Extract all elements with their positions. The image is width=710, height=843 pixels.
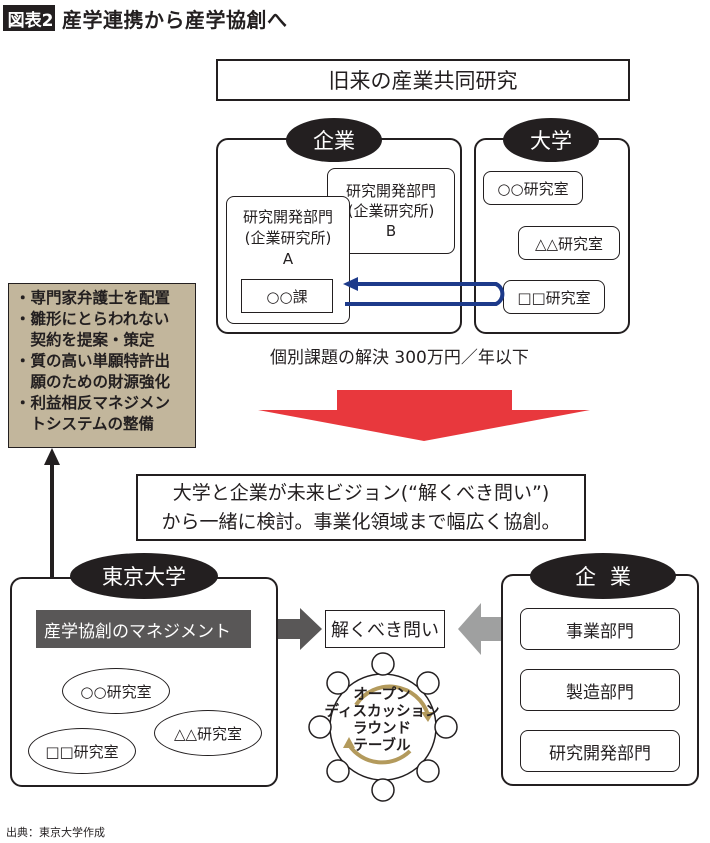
seat-icon bbox=[371, 652, 395, 676]
measure-line: ・雛形にとらわれない bbox=[15, 310, 170, 328]
company-arrow bbox=[458, 603, 501, 655]
business-dept: 事業部門 bbox=[520, 608, 680, 650]
measure-line: ・利益相反マネジメン bbox=[15, 394, 171, 412]
red-down-arrow bbox=[258, 390, 590, 441]
old-university-label: 大学 bbox=[503, 118, 599, 162]
seat-icon bbox=[434, 715, 458, 739]
seat-icon bbox=[416, 759, 440, 783]
measure-line: ・質の高い単願特許出 bbox=[15, 352, 171, 370]
question-box: 解くべき問い bbox=[325, 610, 445, 648]
seat-icon bbox=[416, 671, 440, 695]
old-lab-circle: ○○研究室 bbox=[483, 171, 583, 205]
seat-icon bbox=[371, 778, 395, 802]
seat-icon bbox=[308, 715, 332, 739]
figure-title: 産学連携から産学協創へ bbox=[62, 8, 288, 32]
management-measures-box: ・専門家弁護士を配置 ・雛形にとらわれない 契約を提案・策定 ・質の高い単願特許… bbox=[8, 283, 196, 448]
measure-line: 願のための財源強化 bbox=[15, 373, 171, 391]
rnd-dept-b-line3: B bbox=[385, 222, 397, 240]
source-note: 出典：東京大学作成 bbox=[6, 826, 105, 839]
cycle-arrow-bottom bbox=[347, 743, 412, 765]
old-lab-square: □□研究室 bbox=[503, 280, 605, 314]
measure-line: 契約を提案・策定 bbox=[15, 331, 155, 349]
old-lab-triangle: △△研究室 bbox=[518, 226, 620, 260]
roundtable-label: オープン ディスカッション ラウンド テーブル bbox=[322, 687, 442, 755]
new-lab-triangle: △△研究室 bbox=[154, 710, 262, 756]
vision-line-2: から一緒に検討。事業化領域まで幅広く協創。 bbox=[161, 510, 561, 533]
rnd-dept-b-line1: 研究開発部門 bbox=[345, 182, 436, 200]
rnd-dept: 研究開発部門 bbox=[520, 730, 680, 772]
measure-line: トシステムの整備 bbox=[15, 415, 155, 433]
old-model-title: 旧来の産業共同研究 bbox=[216, 59, 630, 101]
rnd-dept-a-line1: 研究開発部門 bbox=[242, 208, 333, 226]
cycle-arrowhead-top bbox=[421, 712, 434, 722]
new-lab-circle: ○○研究室 bbox=[62, 668, 170, 714]
rnd-dept-a-line3: A bbox=[282, 250, 294, 268]
rnd-dept-a-line2: (企業研究所) bbox=[244, 229, 332, 247]
vision-line-1: 大学と企業が未来ビジョン(“解くべき問い”) bbox=[172, 481, 550, 504]
manufacturing-dept: 製造部門 bbox=[520, 669, 680, 711]
old-company-label: 企業 bbox=[286, 118, 382, 162]
seat-icon bbox=[326, 671, 350, 695]
roundtable-line: オープン bbox=[353, 687, 411, 703]
mgmt-arrow bbox=[250, 608, 322, 650]
cycle-arrow-top bbox=[354, 684, 430, 716]
new-lab-square: □□研究室 bbox=[28, 728, 136, 774]
measure-line: ・専門家弁護士を配置 bbox=[15, 289, 171, 307]
rnd-dept-b-line2: (企業研究所) bbox=[347, 202, 435, 220]
new-company-label: 企業 bbox=[530, 553, 676, 599]
roundtable-line: ラウンド bbox=[353, 721, 411, 737]
roundtable-line: ディスカッション bbox=[324, 704, 440, 720]
vertical-arrow-head bbox=[44, 448, 60, 465]
management-bar: 産学協創のマネジメント bbox=[36, 610, 251, 648]
cycle-arrowhead-bottom bbox=[343, 737, 355, 748]
seat-icon bbox=[326, 759, 350, 783]
section-box: ○○課 bbox=[241, 279, 333, 313]
old-model-caption: 個別課題の解決 300万円／年以下 bbox=[270, 348, 529, 368]
roundtable-line: テーブル bbox=[353, 738, 411, 754]
vision-box: 大学と企業が未来ビジョン(“解くべき問い”) から一緒に検討。事業化領域まで幅広… bbox=[136, 474, 586, 541]
todai-label: 東京大学 bbox=[70, 553, 218, 599]
figure-badge: 図表2 bbox=[3, 5, 55, 31]
